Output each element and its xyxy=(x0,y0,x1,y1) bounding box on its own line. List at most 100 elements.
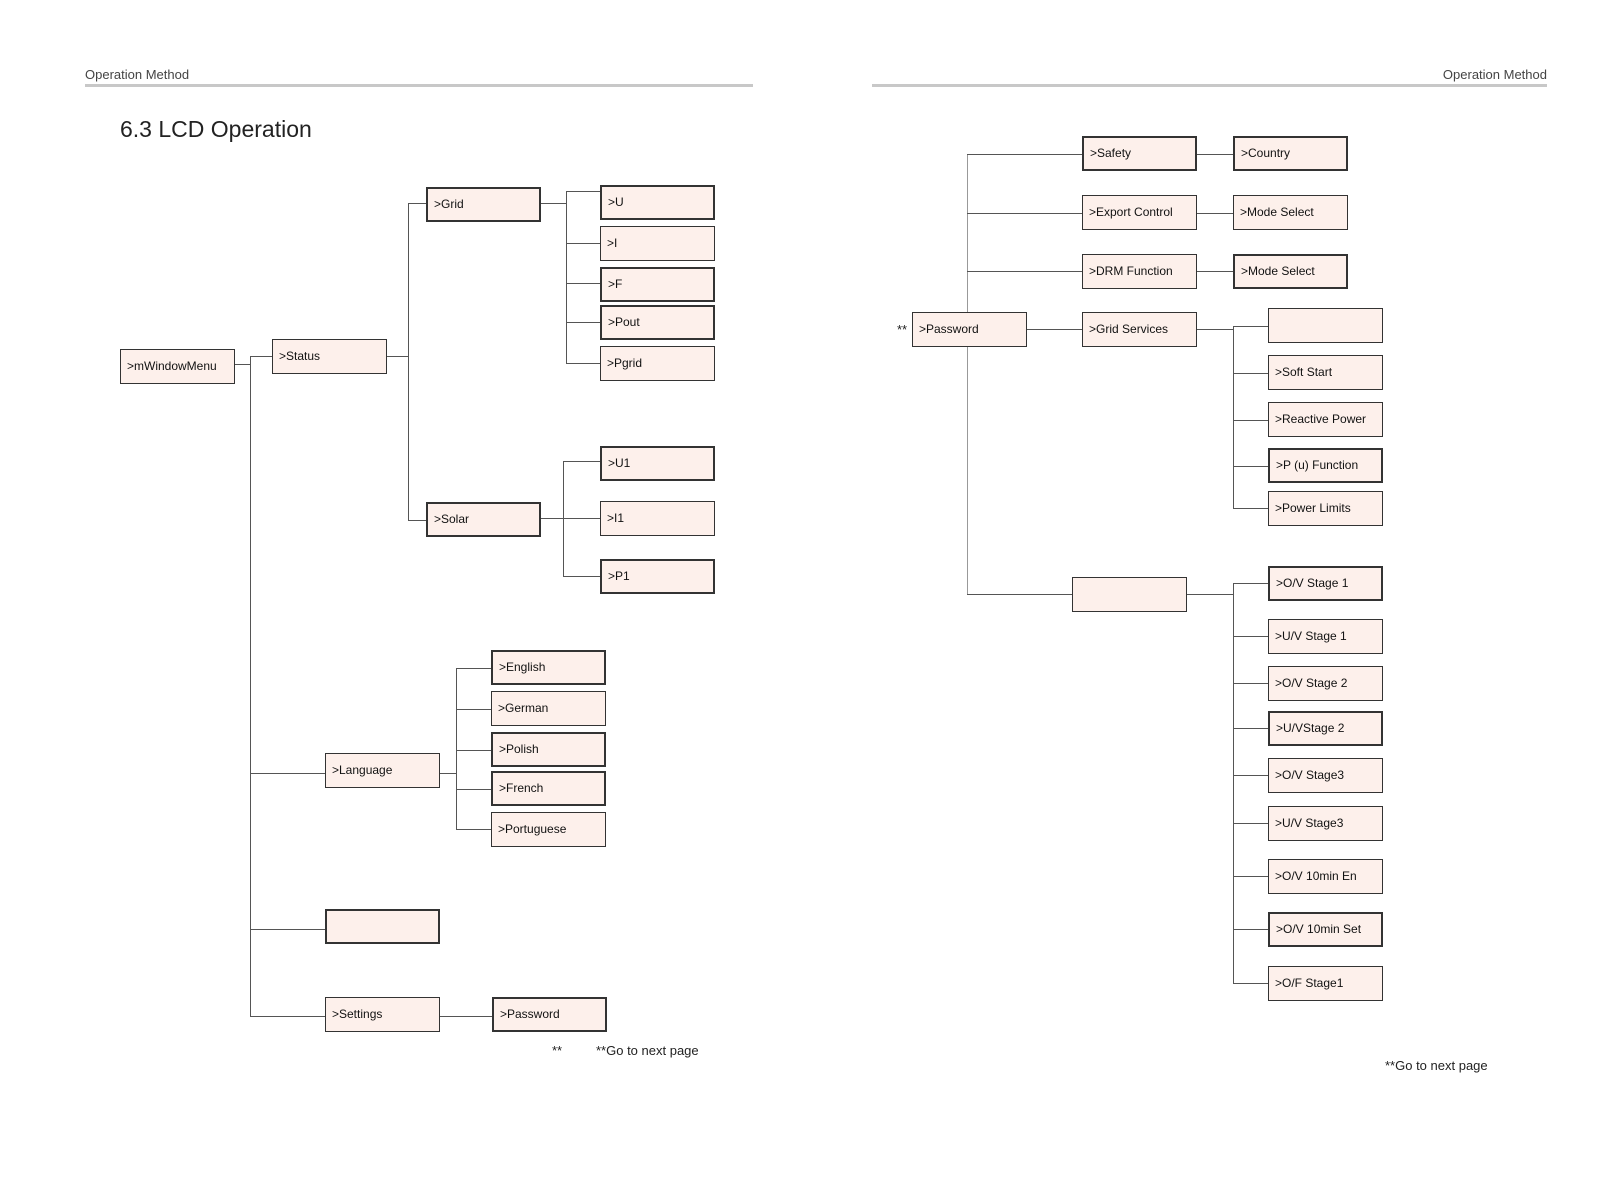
connector xyxy=(456,668,491,669)
connector xyxy=(566,243,600,244)
menu-box-settings: >Settings xyxy=(325,997,440,1032)
menu-box-pu-function: >P (u) Function xyxy=(1268,448,1383,483)
menu-box-ov-stage-2: >O/V Stage 2 xyxy=(1268,666,1383,701)
menu-box-language: >Language xyxy=(325,753,440,788)
connector xyxy=(563,461,564,576)
connector xyxy=(1233,326,1268,327)
go-to-next-page-note: **Go to next page xyxy=(1385,1058,1488,1073)
menu-box-german: >German xyxy=(491,691,606,726)
connector xyxy=(250,929,325,930)
menu-box-english: >English xyxy=(491,650,606,685)
connector xyxy=(967,154,1082,155)
connector xyxy=(566,191,567,363)
connector xyxy=(1233,583,1234,983)
connector xyxy=(250,1016,325,1017)
menu-box-ov-stage-1: >O/V Stage 1 xyxy=(1268,566,1383,601)
connector xyxy=(1233,929,1268,930)
connector xyxy=(541,518,600,519)
connector xyxy=(408,203,426,204)
menu-box-uv-stage-2: >U/VStage 2 xyxy=(1268,711,1383,746)
connector xyxy=(1233,983,1268,984)
menu-box-ov-stage-3: >O/V Stage3 xyxy=(1268,758,1383,793)
connector xyxy=(250,356,251,1016)
connector xyxy=(967,271,1082,272)
menu-box-grid-f: >F xyxy=(600,267,715,302)
left-page: Operation Method 6.3 LCD Operation >mWin… xyxy=(85,67,753,1058)
menu-box-password: >Password xyxy=(492,997,607,1032)
continuation-marker: ** xyxy=(552,1043,563,1058)
connector xyxy=(456,789,491,790)
connector xyxy=(456,750,491,751)
menu-box-uv-stage-3: >U/V Stage3 xyxy=(1268,806,1383,841)
menu-box-power-limits: >Power Limits xyxy=(1268,491,1383,526)
connector xyxy=(1197,271,1233,272)
connector xyxy=(1197,213,1233,214)
connector xyxy=(967,594,1072,595)
menu-box-country: >Country xyxy=(1233,136,1348,171)
menu-box-uv-stage-1: >U/V Stage 1 xyxy=(1268,619,1383,654)
connector xyxy=(566,322,600,323)
connector xyxy=(250,773,325,774)
connector xyxy=(1233,508,1268,509)
connector xyxy=(566,283,600,284)
connector xyxy=(235,364,250,365)
page-header: Operation Method xyxy=(1442,67,1547,82)
menu-box-status: >Status xyxy=(272,339,387,374)
connector xyxy=(1197,329,1233,330)
menu-box-reactive-power: >Reactive Power xyxy=(1268,402,1383,437)
connector xyxy=(250,356,272,357)
go-to-next-page-note: **Go to next page xyxy=(596,1043,699,1058)
menu-box-ov-10min-set: >O/V 10min Set xyxy=(1268,912,1383,947)
connector xyxy=(1233,683,1268,684)
connector xyxy=(1233,373,1268,374)
menu-box-export-mode-select: >Mode Select xyxy=(1233,195,1348,230)
header-rule xyxy=(872,84,1547,87)
connector xyxy=(1233,636,1268,637)
connector xyxy=(387,356,408,357)
continuation-marker: ** xyxy=(897,322,908,337)
connector xyxy=(967,154,968,594)
connector xyxy=(1233,876,1268,877)
connector xyxy=(456,829,491,830)
menu-box-mwindowmenu: >mWindowMenu xyxy=(120,349,235,384)
menu-box-unlabeled xyxy=(1072,577,1187,612)
connector xyxy=(563,461,600,462)
connector xyxy=(563,576,600,577)
menu-box-of-stage-1: >O/F Stage1 xyxy=(1268,966,1383,1001)
connector xyxy=(440,1016,492,1017)
connector xyxy=(1027,329,1082,330)
connector xyxy=(408,203,409,520)
right-page: Operation Method ** >Password >Safety >E… xyxy=(807,0,1614,1190)
menu-box-drm-function: >DRM Function xyxy=(1082,254,1197,289)
menu-box-grid-services: >Grid Services xyxy=(1082,312,1197,347)
header-rule xyxy=(85,84,753,87)
connector xyxy=(541,203,567,204)
menu-box-solar-i1: >I1 xyxy=(600,501,715,536)
menu-box-ov-10min-en: >O/V 10min En xyxy=(1268,859,1383,894)
connector xyxy=(1233,583,1268,584)
connector xyxy=(1197,154,1233,155)
connector xyxy=(456,709,491,710)
menu-box-safety: >Safety xyxy=(1082,136,1197,171)
menu-box-password-root: >Password xyxy=(912,312,1027,347)
menu-box-solar: >Solar xyxy=(426,502,541,537)
connector xyxy=(1233,420,1268,421)
menu-box-unlabeled xyxy=(325,909,440,944)
connector xyxy=(408,520,426,521)
menu-box-grid-i: >I xyxy=(600,226,715,261)
connector xyxy=(566,363,600,364)
menu-box-french: >French xyxy=(491,771,606,806)
menu-box-grid-pout: >Pout xyxy=(600,305,715,340)
menu-box-drm-mode-select: >Mode Select xyxy=(1233,254,1348,289)
menu-box-grid-pgrid: >Pgrid xyxy=(600,346,715,381)
connector xyxy=(1187,594,1233,595)
connector xyxy=(967,213,1082,214)
menu-box-grid-services-unlabeled xyxy=(1268,308,1383,343)
menu-box-grid: >Grid xyxy=(426,187,541,222)
menu-box-grid-u: >U xyxy=(600,185,715,220)
menu-box-solar-u1: >U1 xyxy=(600,446,715,481)
menu-box-portuguese: >Portuguese xyxy=(491,812,606,847)
menu-box-polish: >Polish xyxy=(491,732,606,767)
connector xyxy=(456,668,457,829)
menu-box-export-control: >Export Control xyxy=(1082,195,1197,230)
